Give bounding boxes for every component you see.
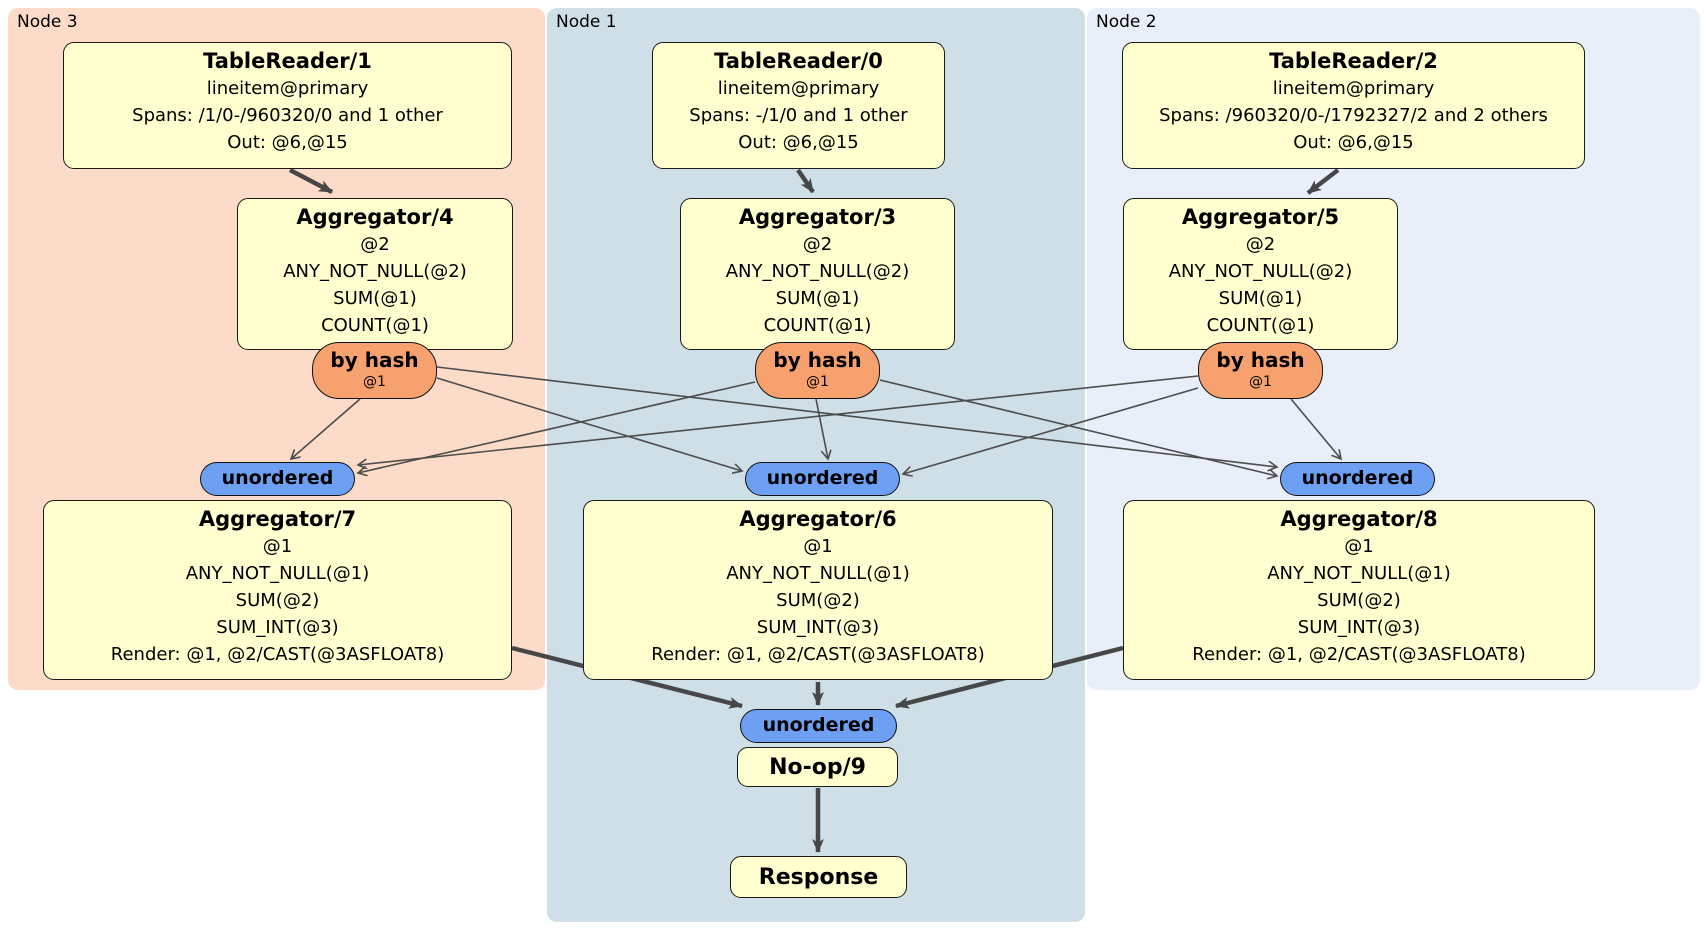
aggregator-7-detail: SUM_INT(@3) (216, 617, 339, 638)
router-by-hash-5-column: @1 (1249, 374, 1272, 390)
aggregator-6-detail: SUM_INT(@3) (756, 617, 880, 638)
router-by-hash-5-pill: by hash @1 (1198, 342, 1323, 399)
router-by-hash-4-pill: by hash @1 (312, 342, 437, 399)
router-by-hash-4-column: @1 (363, 374, 386, 390)
router-by-hash-3-label: by hash (773, 348, 862, 372)
tablereader-2-detail: Out: @6,@15 (1293, 132, 1414, 153)
aggregator-8-detail: Render: @1, @2/CAST(@3ASFLOAT8) (1192, 644, 1526, 665)
edge-router-by-hash-4-to-sync-unordered-7 (291, 398, 361, 459)
aggregator-3-title: Aggregator/3 (738, 205, 897, 229)
router-by-hash-4-label: by hash (330, 348, 419, 372)
aggregator-3-detail: SUM(@1) (775, 288, 860, 309)
sync-unordered-8-label: unordered (1301, 467, 1414, 489)
sync-unordered-7-label: unordered (221, 467, 334, 489)
aggregator-5-detail: @2 (1245, 234, 1276, 255)
aggregator-6-detail: ANY_NOT_NULL(@1) (726, 563, 910, 584)
sync-unordered-9-label: unordered (762, 714, 875, 736)
aggregator-3-detail: ANY_NOT_NULL(@2) (725, 261, 910, 282)
aggregator-3-detail: COUNT(@1) (763, 315, 872, 336)
aggregator-5-detail: SUM(@1) (1218, 288, 1303, 309)
sync-unordered-9-pill: unordered (740, 709, 897, 743)
tablereader-0-title: TableReader/0 (714, 49, 883, 73)
aggregator-5-title: Aggregator/5 (1181, 205, 1340, 229)
sync-unordered-8-pill: unordered (1280, 462, 1435, 496)
tablereader-0-detail: lineitem@primary (717, 78, 880, 99)
aggregator-6-detail: Render: @1, @2/CAST(@3ASFLOAT8) (651, 644, 985, 665)
tablereader-0-detail: Spans: -/1/0 and 1 other (689, 105, 908, 126)
edge-tablereader-2-to-aggregator-5 (1306, 168, 1340, 195)
sync-unordered-7-pill: unordered (200, 462, 355, 496)
aggregator-5-detail: COUNT(@1) (1206, 315, 1315, 336)
panel-label-node-2: Node 2 (1096, 12, 1157, 32)
sync-unordered-6-pill: unordered (745, 462, 900, 496)
tablereader-0-detail: Out: @6,@15 (738, 132, 859, 153)
aggregator-8-detail: SUM_INT(@3) (1297, 617, 1421, 638)
aggregator-6-detail: SUM(@2) (776, 590, 860, 611)
edge-router-by-hash-3-to-sync-unordered-8 (879, 379, 1277, 476)
aggregator-8-detail: ANY_NOT_NULL(@1) (1267, 563, 1451, 584)
aggregator-7-detail: Render: @1, @2/CAST(@3ASFLOAT8) (110, 644, 445, 665)
aggregator-3-detail: @2 (802, 234, 833, 255)
aggregator-7-detail: SUM(@2) (235, 590, 320, 611)
response-title: Response (758, 864, 879, 890)
aggregator-4-detail: ANY_NOT_NULL(@2) (283, 261, 467, 282)
tablereader-1-detail: Out: @6,@15 (227, 132, 348, 153)
edge-router-by-hash-5-to-sync-unordered-8 (1290, 398, 1341, 459)
aggregator-8-detail: @1 (1344, 536, 1374, 557)
tablereader-1-detail: lineitem@primary (206, 78, 369, 99)
edge-router-by-hash-5-to-sync-unordered-7 (358, 375, 1199, 465)
tablereader-2-detail: lineitem@primary (1272, 78, 1435, 99)
tablereader-1-title: TableReader/1 (203, 49, 372, 73)
edge-tablereader-1-to-aggregator-4 (288, 168, 334, 194)
aggregator-6-title: Aggregator/6 (739, 507, 897, 531)
aggregator-4-detail: COUNT(@1) (321, 315, 429, 336)
tablereader-2-detail: Spans: /960320/0-/1792327/2 and 2 others (1159, 105, 1548, 126)
edge-router-by-hash-5-to-sync-unordered-6 (903, 387, 1199, 474)
tablereader-1-detail: Spans: /1/0-/960320/0 and 1 other (132, 105, 443, 126)
tablereader-2-title: TableReader/2 (1269, 49, 1438, 73)
aggregator-8-title: Aggregator/8 (1280, 507, 1438, 531)
noop-9-title: No-op/9 (769, 754, 866, 780)
router-by-hash-3-column: @1 (806, 374, 829, 390)
aggregator-6-detail: @1 (803, 536, 833, 557)
aggregator-7-title: Aggregator/7 (198, 507, 357, 531)
router-by-hash-3-pill: by hash @1 (755, 342, 880, 399)
response-box: Response (730, 856, 907, 898)
edge-router-by-hash-3-to-sync-unordered-6 (815, 398, 828, 459)
aggregator-7-detail: ANY_NOT_NULL(@1) (185, 563, 370, 584)
aggregator-4-title: Aggregator/4 (296, 205, 454, 229)
edge-router-by-hash-4-to-sync-unordered-6 (436, 377, 742, 471)
edge-tablereader-0-to-aggregator-3 (796, 168, 815, 194)
panel-label-node-3: Node 3 (17, 12, 78, 32)
router-by-hash-5-label: by hash (1216, 348, 1305, 372)
edge-router-by-hash-4-to-sync-unordered-8 (436, 366, 1277, 467)
aggregator-4-detail: SUM(@1) (333, 288, 417, 309)
aggregator-7-detail: @1 (262, 536, 293, 557)
sync-unordered-6-label: unordered (766, 467, 879, 489)
noop-9-box: No-op/9 (737, 747, 898, 787)
aggregator-8-detail: SUM(@2) (1317, 590, 1401, 611)
panel-label-node-1: Node 1 (556, 12, 617, 32)
aggregator-5-detail: ANY_NOT_NULL(@2) (1168, 261, 1353, 282)
aggregator-4-detail: @2 (360, 234, 390, 255)
